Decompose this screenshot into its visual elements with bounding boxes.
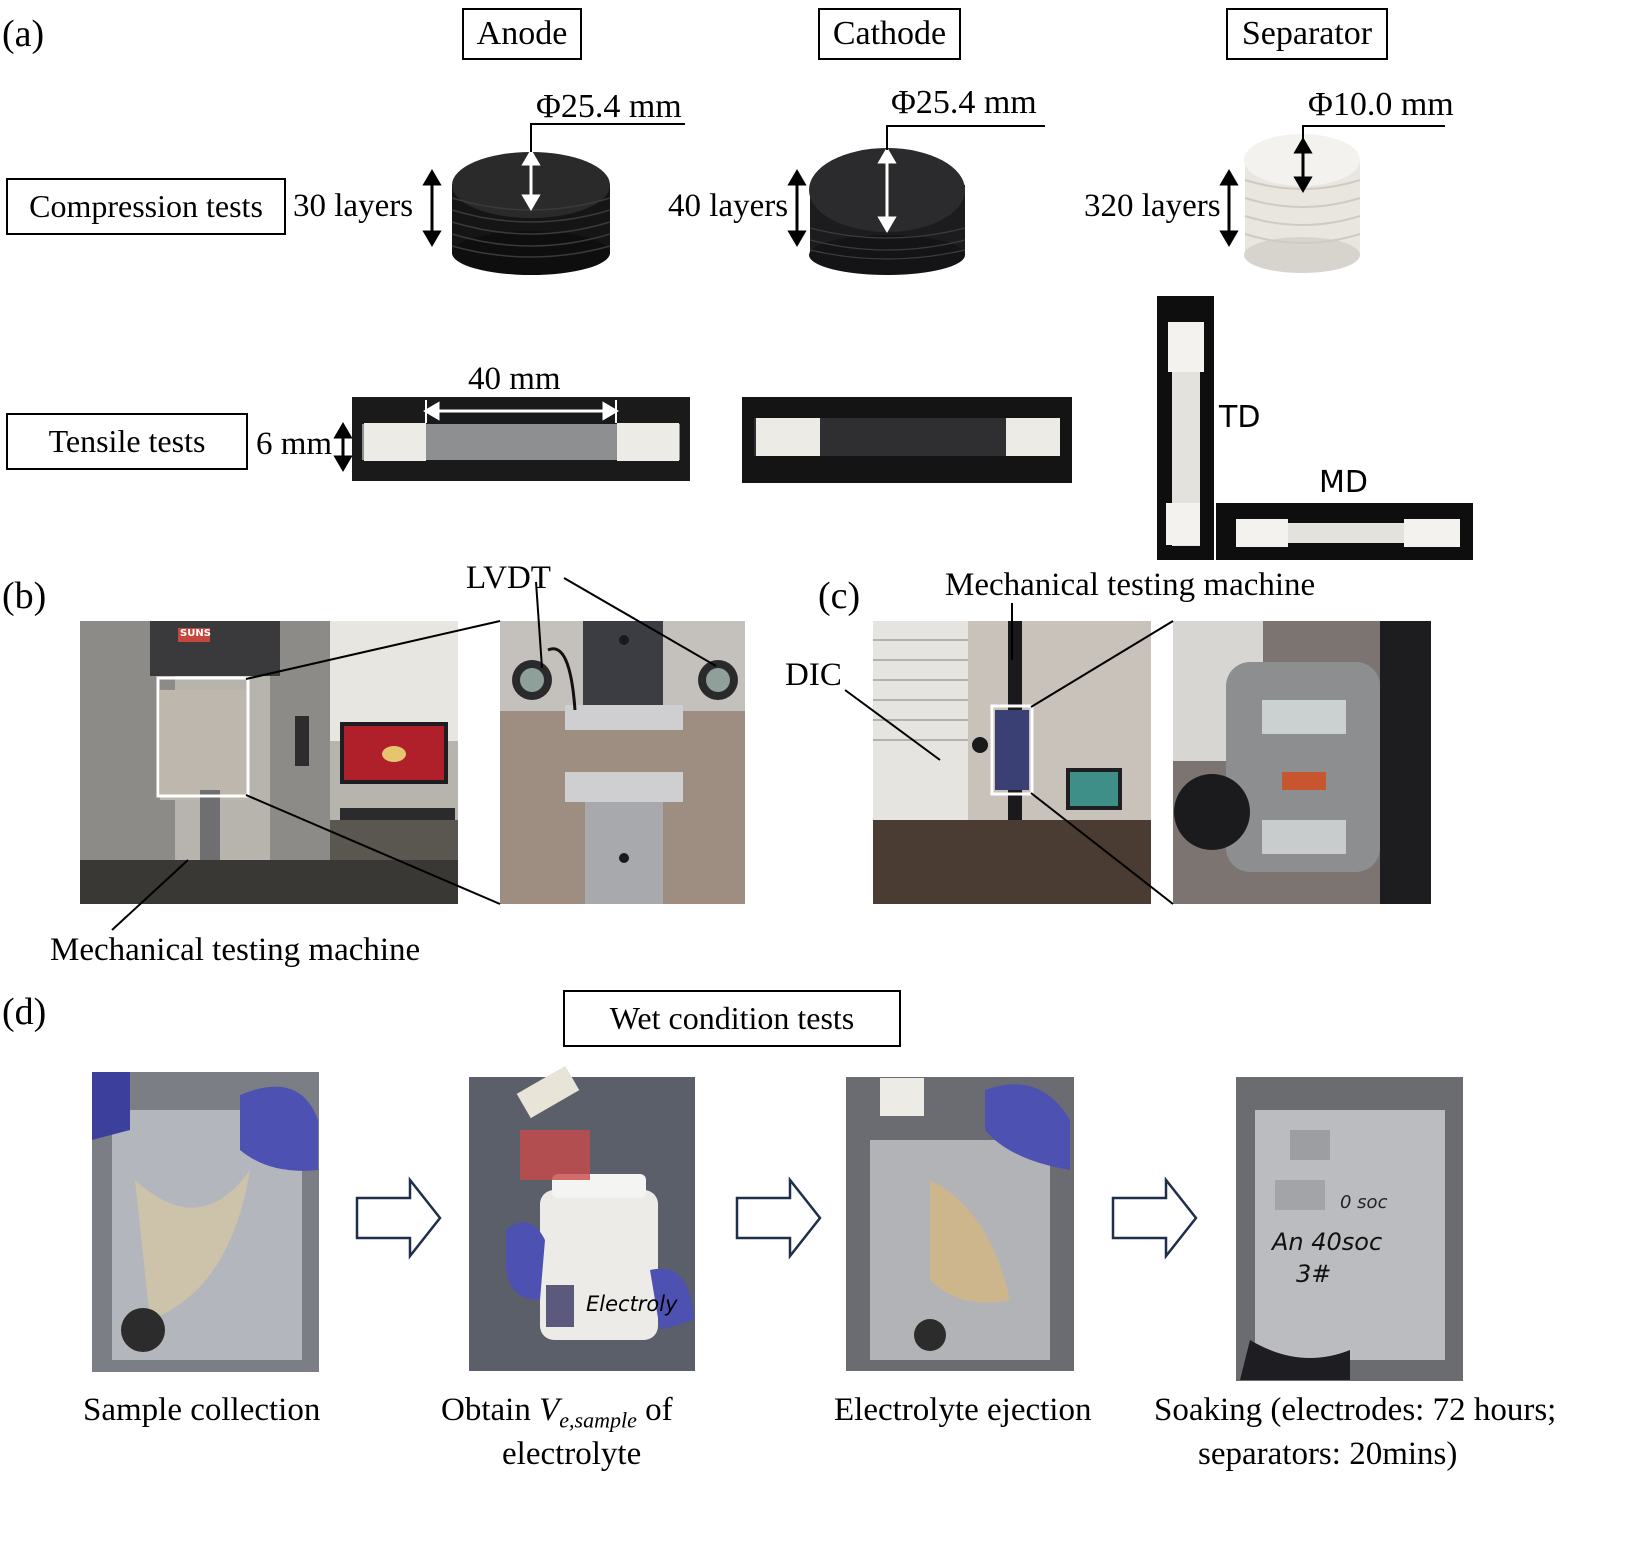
electrolyte-ejection-photo	[846, 1077, 1074, 1371]
cathode-layers-label: 40 layers	[668, 188, 789, 224]
arrow-right-icon	[355, 1176, 442, 1260]
panel-c-leaders	[844, 603, 1174, 905]
sample-collection-photo	[92, 1072, 319, 1372]
panel-label-c: (c)	[818, 575, 861, 617]
panel-c-machine-label: Mechanical testing machine	[945, 567, 1316, 603]
zoom-box-b	[156, 676, 250, 798]
anode-layers-arrow	[422, 169, 442, 247]
step-caption-soaking: Soaking (electrodes: 72 hours;	[1154, 1392, 1557, 1428]
soaking-photo	[1236, 1077, 1463, 1381]
anode-layers-label: 30 layers	[293, 188, 414, 224]
header-cathode-text: Cathode	[832, 15, 947, 52]
wet-tests-title: Wet condition tests	[563, 990, 901, 1047]
bag-handwriting-1: 0 soc	[1340, 1192, 1388, 1213]
step-caption-obtain-line2: electrolyte	[502, 1436, 642, 1472]
header-anode-text: Anode	[476, 15, 568, 52]
td-label: TD	[1219, 400, 1261, 435]
header-separator: Separator	[1226, 8, 1388, 60]
zoom-box-c	[990, 704, 1034, 796]
volume-subscript: e,sample	[559, 1407, 637, 1433]
anode-diameter-arrow	[521, 149, 541, 211]
volume-variable: V	[539, 1392, 560, 1428]
panel-b-machine-label: Mechanical testing machine	[50, 932, 421, 968]
dic-label: DIC	[785, 657, 842, 693]
row-label-compression-text: Compression tests	[29, 188, 263, 224]
tensile-specimens-illustration	[333, 296, 1473, 560]
bag-handwriting-3: 3#	[1296, 1260, 1332, 1288]
grip-closeup-photo	[1173, 621, 1431, 904]
row-label-tensile: Tensile tests	[6, 413, 248, 470]
cathode-diameter-arrow	[877, 147, 897, 233]
step-caption-obtain: Obtain Ve,sample of	[441, 1392, 673, 1434]
obtain-electrolyte-photo	[469, 1065, 695, 1371]
cathode-layers-arrow	[787, 169, 807, 247]
anode-length-arrow	[423, 400, 619, 423]
md-label: MD	[1319, 465, 1368, 500]
arrow-right-icon	[1111, 1176, 1198, 1260]
step-caption-obtain-pre: Obtain	[441, 1392, 531, 1428]
arrow-right-icon	[735, 1176, 822, 1260]
step-caption-sample-collection: Sample collection	[83, 1392, 321, 1428]
separator-diameter-arrow	[1293, 137, 1313, 193]
lvdt-closeup-photo	[500, 621, 745, 904]
header-cathode: Cathode	[818, 8, 961, 60]
panel-b-leaders	[111, 577, 717, 931]
tensile-width-label: 6 mm	[256, 426, 333, 462]
suns-logo: SUNS	[180, 628, 211, 639]
bottle-label-handwriting: Electroly	[586, 1292, 678, 1316]
header-separator-text: Separator	[1241, 15, 1373, 52]
step-caption-obtain-post: of	[645, 1392, 673, 1428]
step-caption-soaking-line2: separators: 20mins)	[1198, 1436, 1458, 1472]
separator-diameter-leader	[1302, 125, 1445, 140]
wet-tests-title-text: Wet condition tests	[609, 1000, 855, 1036]
compression-stacks-illustration	[422, 123, 1445, 275]
separator-md-strip	[1216, 503, 1473, 560]
separator-td-strip	[1157, 296, 1214, 560]
anode-length-label: 40 mm	[468, 361, 561, 397]
row-label-compression: Compression tests	[6, 178, 286, 235]
panel-label-a: (a)	[2, 13, 45, 55]
row-label-tensile-text: Tensile tests	[48, 423, 206, 459]
panel-c-photos	[844, 603, 1431, 905]
anode-diameter-leader	[530, 123, 685, 152]
anode-diameter-label: Φ25.4 mm	[536, 88, 682, 125]
cathode-diameter-label: Φ25.4 mm	[891, 84, 1037, 121]
panel-label-b: (b)	[2, 575, 47, 617]
separator-diameter-label: Φ10.0 mm	[1308, 86, 1454, 123]
separator-layers-arrow	[1219, 169, 1239, 247]
step-caption-ejection: Electrolyte ejection	[834, 1392, 1092, 1428]
header-anode: Anode	[462, 8, 582, 60]
panel-label-d: (d)	[2, 991, 47, 1033]
separator-layers-label: 320 layers	[1084, 188, 1221, 224]
cathode-tensile-strip	[742, 397, 1072, 483]
dic-setup-photo	[873, 621, 1151, 904]
bag-handwriting-2: An 40soc	[1272, 1228, 1383, 1256]
panel-b-photos	[80, 577, 745, 931]
cathode-diameter-leader	[886, 125, 1045, 150]
wet-condition-photos	[92, 1065, 1463, 1381]
tensile-width-arrow	[333, 422, 353, 472]
